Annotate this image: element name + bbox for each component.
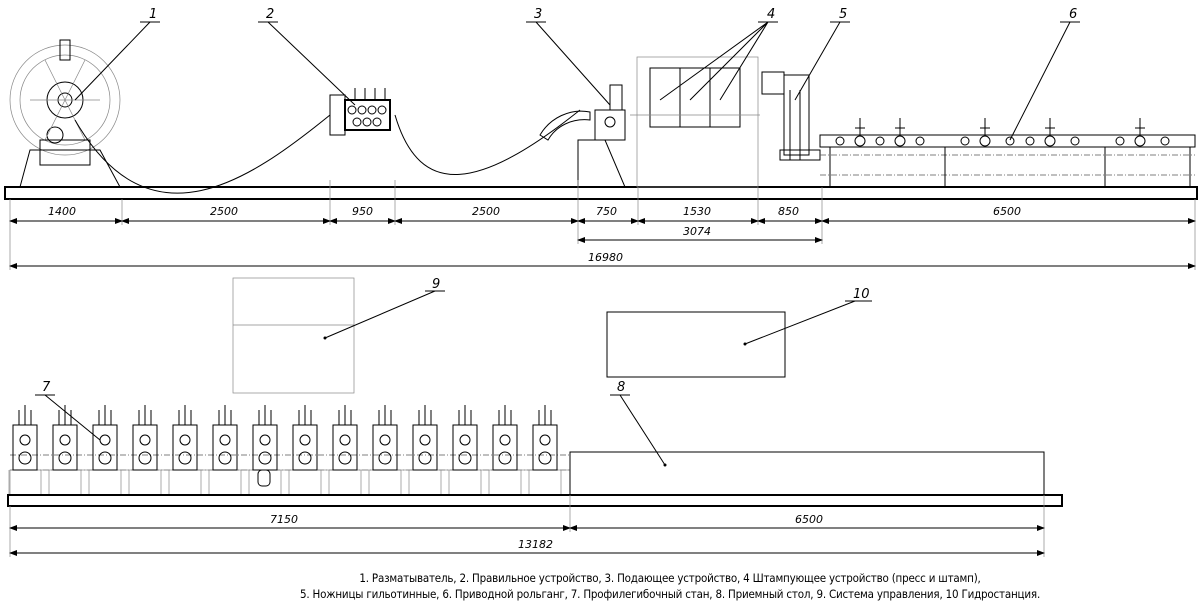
callout-2: 2: [266, 7, 274, 22]
callout-9: 9: [432, 277, 440, 292]
mill-stand: [288, 405, 322, 495]
callout-10: 10: [853, 287, 870, 302]
roller: [1025, 136, 1035, 146]
callout-4: 4: [767, 7, 775, 22]
driven-roller-table: [819, 118, 1196, 187]
uncoiler: [9, 39, 121, 188]
dim-950: 950: [352, 205, 373, 218]
dim-1400: 1400: [48, 205, 76, 218]
roller: [1005, 136, 1015, 146]
dim-2500-a: 2500: [210, 205, 238, 218]
mill-stand: [328, 405, 362, 495]
roller: [960, 136, 970, 146]
roller: [835, 136, 845, 146]
callout-5: 5: [839, 7, 847, 22]
strip-loop-2: [394, 109, 581, 175]
callout-6: 6: [1069, 7, 1077, 22]
mill-stand: [48, 405, 82, 495]
callout-7: 7: [42, 380, 51, 395]
roller-table-roller: [854, 118, 866, 147]
mill-stand: [208, 405, 242, 495]
mill-stand: [528, 405, 562, 495]
mill-stand: [168, 405, 202, 495]
dim-3074: 3074: [683, 225, 711, 238]
mill-stand: [88, 405, 122, 495]
guillotine-shear: [761, 71, 821, 161]
mill-stand: [488, 405, 522, 495]
top-dimension-chain: 1400 2500 950 2500 750 1530 850 6500 307…: [9, 180, 1196, 270]
roll-forming-mill: [8, 405, 571, 496]
dim-6500-top: 6500: [993, 205, 1021, 218]
mill-stand: [128, 405, 162, 495]
roller-table-roller: [979, 118, 991, 147]
bottom-base-rail: [7, 494, 1063, 507]
legend-line-2: 5. Ножницы гильотинные, 6. Приводной рол…: [299, 587, 1041, 601]
dim-1530: 1530: [683, 205, 711, 218]
bottom-dimension-chain: 7150 6500 13182: [9, 495, 1045, 557]
mill-stand: [8, 405, 42, 495]
callout-3: 3: [534, 7, 542, 22]
callout-1: 1: [149, 7, 157, 22]
dim-13182: 13182: [518, 538, 553, 551]
dim-7150: 7150: [270, 513, 298, 526]
strip-loop-1: [74, 114, 331, 194]
mill-stand: [448, 405, 482, 495]
dim-2500-b: 2500: [472, 205, 500, 218]
dim-850: 850: [778, 205, 799, 218]
receiving-table: [569, 451, 1045, 496]
roller-table-roller: [894, 118, 906, 147]
roller: [875, 136, 885, 146]
dim-16980: 16980: [588, 251, 623, 264]
mill-stand: [368, 405, 402, 495]
dim-6500-bottom: 6500: [795, 513, 823, 526]
mill-stand: [408, 405, 442, 495]
straightener: [329, 88, 391, 136]
callouts-top: 1 2 3 4 5 6: [74, 7, 1080, 141]
roller: [1070, 136, 1080, 146]
control-system-cabinet: [232, 277, 355, 394]
press: [630, 56, 760, 188]
legend-line-1: 1. Разматыватель, 2. Правильное устройст…: [359, 571, 981, 585]
mill-stand: [248, 405, 282, 495]
roller: [1115, 136, 1125, 146]
roller-table-roller: [1134, 118, 1146, 147]
hydraulic-station: [606, 311, 786, 378]
callout-8: 8: [617, 380, 625, 395]
roller: [915, 136, 925, 146]
roller: [1160, 136, 1170, 146]
feeder: [539, 84, 626, 188]
dim-750: 750: [596, 205, 617, 218]
roller-table-roller: [1044, 118, 1056, 147]
